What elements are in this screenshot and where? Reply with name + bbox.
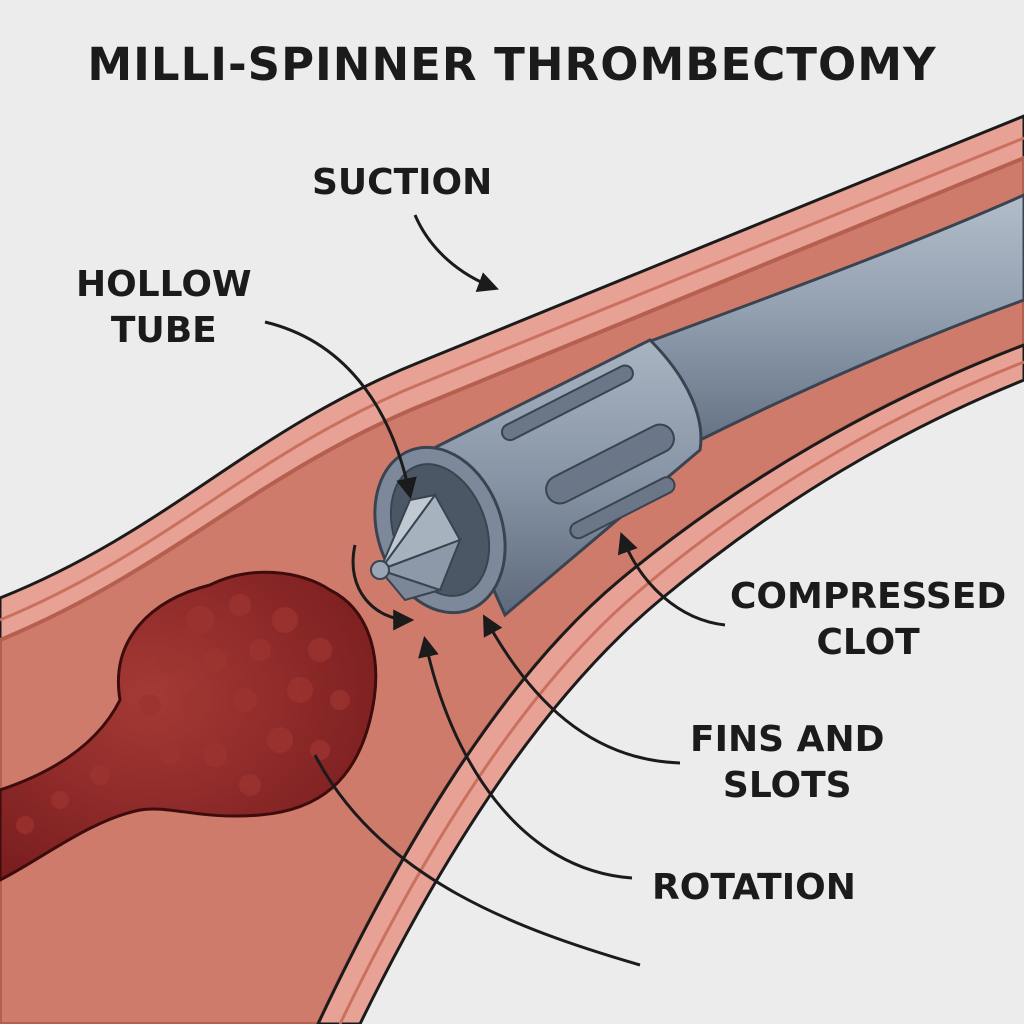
diagram-title: MILLI-SPINNER THROMBECTOMY (87, 38, 937, 91)
clot-leader-line (313, 754, 641, 967)
label-fins-and-slots: FINS AND SLOTS (690, 719, 885, 806)
rotation-arrow (418, 635, 633, 880)
label-hollow-tube: HOLLOW TUBE (76, 264, 252, 351)
hollow-tube-arrow (264, 320, 417, 500)
catheter (351, 193, 1024, 631)
suction-arrow (413, 214, 499, 292)
label-rotation: ROTATION (652, 867, 856, 908)
label-suction: SUCTION (312, 162, 493, 203)
blood-clot (0, 570, 378, 882)
fins-slots-arrow (482, 614, 681, 765)
compressed-clot-arrow (617, 532, 726, 627)
vessel-lower-wall (316, 343, 1024, 1024)
label-compressed-clot: COMPRESSED CLOT (730, 576, 1007, 663)
